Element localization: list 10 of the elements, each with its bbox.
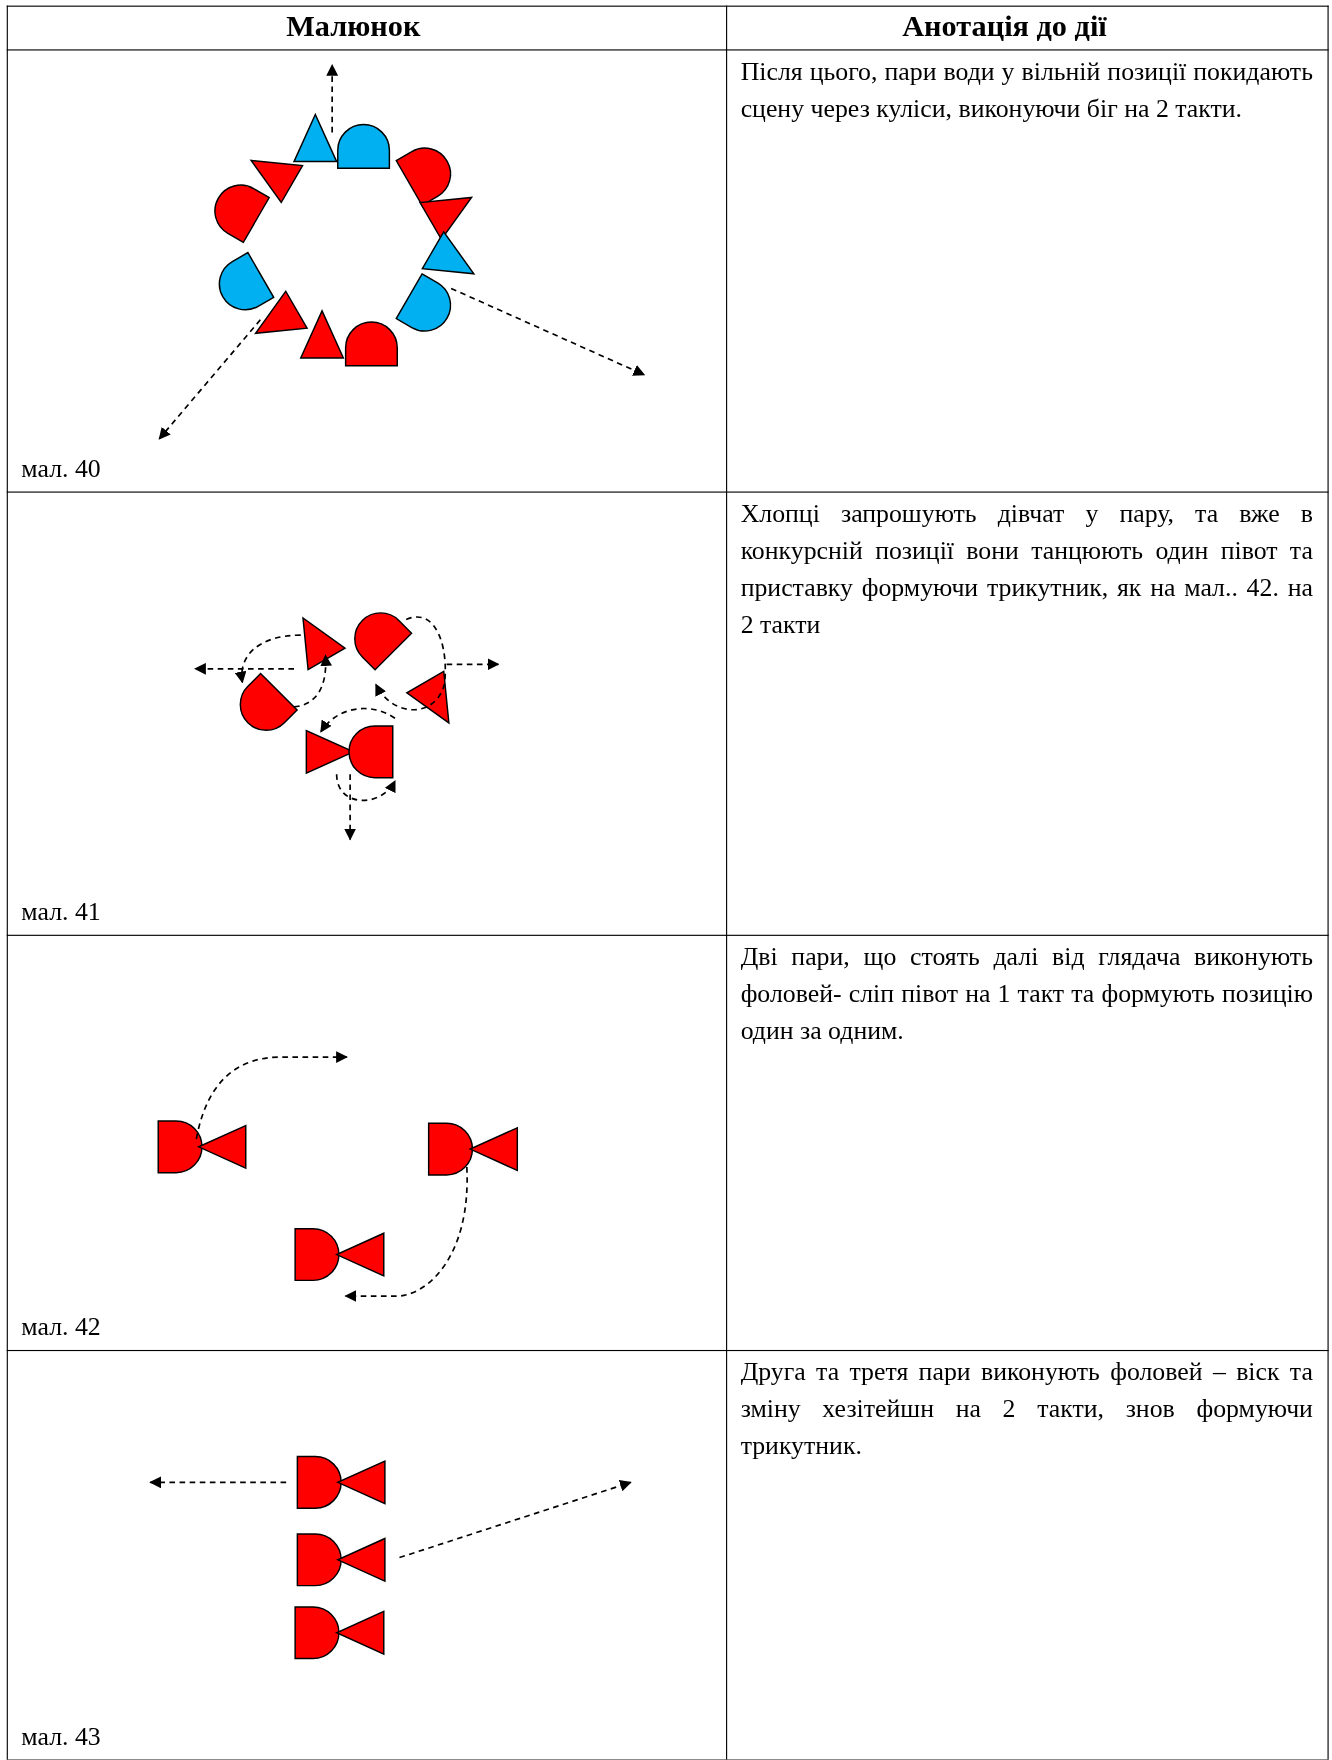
column-header: Малюнок (286, 9, 421, 44)
annotation-text: Друга та третя пари виконують фоловей – віск та зміну хезітейшн на 2 такти, знов формуючи трикутник. (740, 1356, 1313, 1462)
figure-caption: мал. 43 (21, 1722, 101, 1752)
annotation-text: Після цього, пари води у вільній позиції покидають сцену через куліси, виконуючи біг на 2 такти. (740, 56, 1313, 125)
column-header: Анотація до дії (902, 9, 1107, 44)
figure-caption: мал. 41 (21, 897, 101, 927)
figure-caption: мал. 40 (21, 454, 101, 484)
annotation-text: Дві пари, що стоять далі від глядача виконують фоловей- сліп півот на 1 такт та формують позицію один за одним. (740, 941, 1313, 1047)
annotation-text: Хлопці запрошують дівчат у пару, та вже в конкурсній позиції вони танцюють один півот та приставку формуючи трикутник, як на мал.. 42. на 2 такти (740, 498, 1313, 641)
figure-caption: мал. 42 (21, 1312, 101, 1343)
